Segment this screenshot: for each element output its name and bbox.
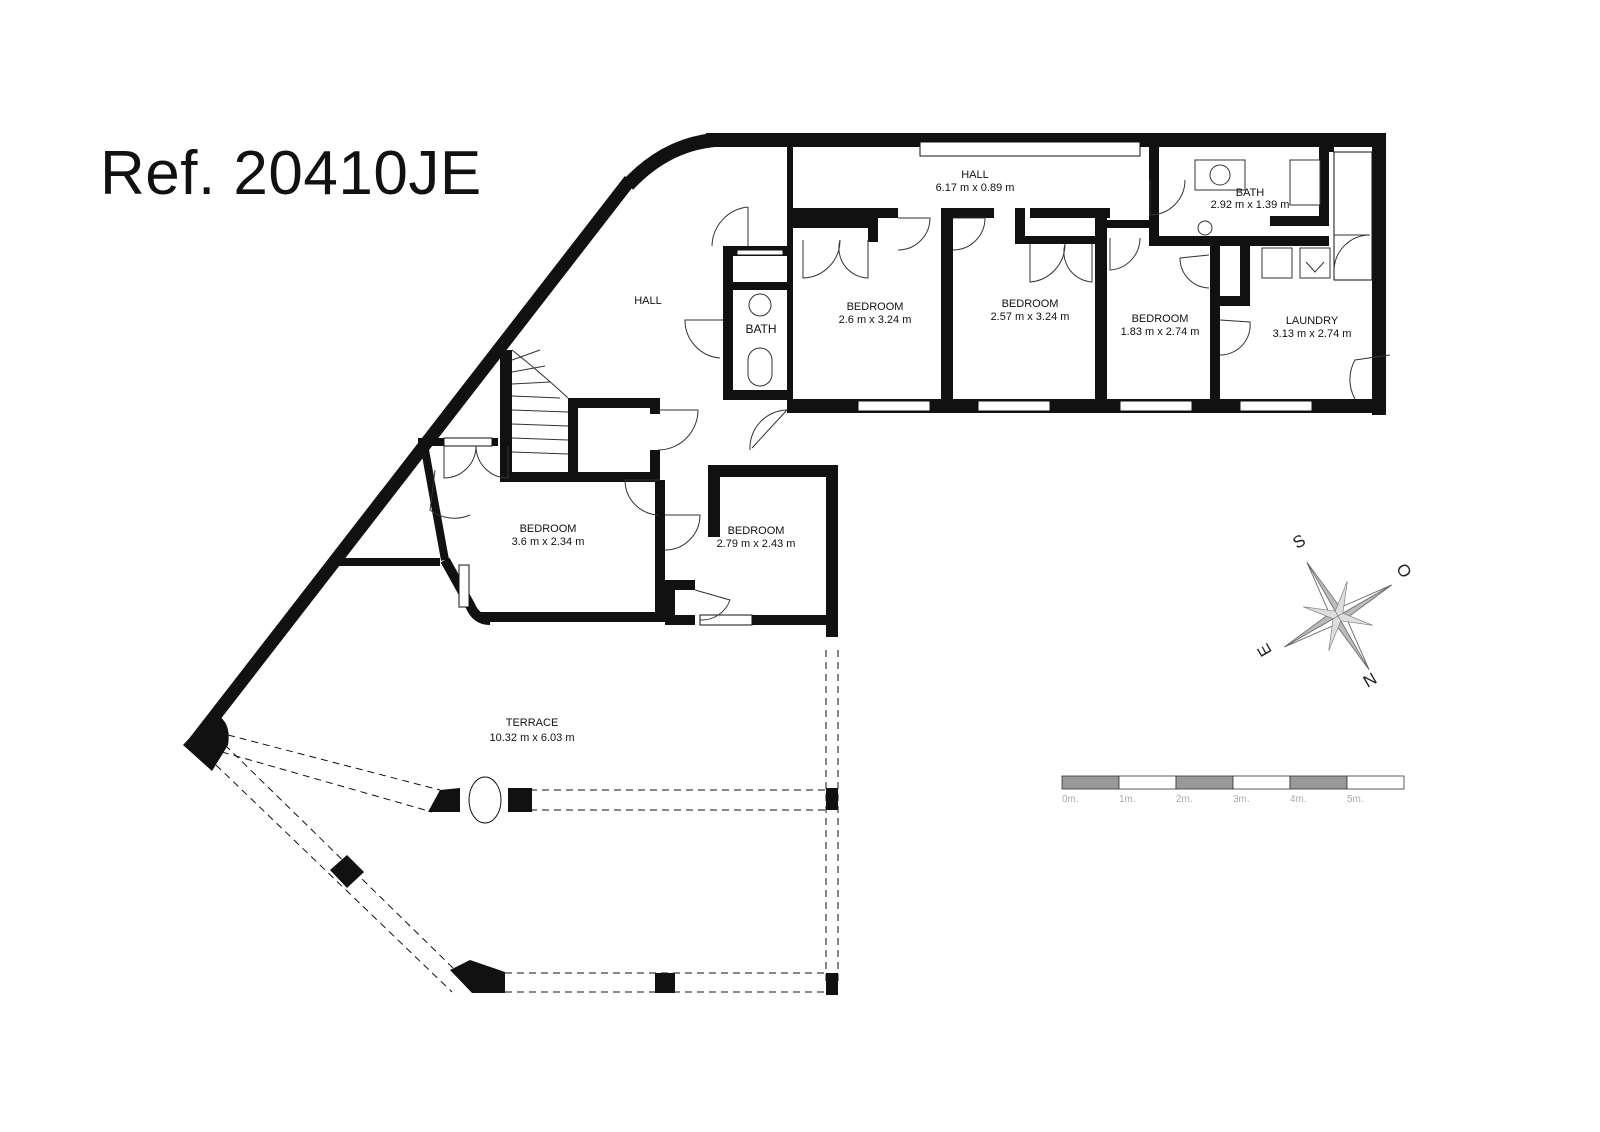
room-label-bedroom-4: BEDROOM [520, 523, 577, 535]
room-dims-hall-top: 6.17 m x 0.89 m [936, 182, 1015, 194]
room-dims-laundry: 3.13 m x 2.74 m [1273, 328, 1352, 340]
compass-e: E [1254, 640, 1276, 659]
room-label-bath-small: BATH [745, 322, 776, 336]
compass-s: S [1290, 531, 1309, 553]
scale-label-3: 3m. [1233, 794, 1250, 805]
terrace-outline [215, 650, 839, 995]
scale-bar: 0m. 1m. 2m. 3m. 4m. 5m. [1061, 775, 1405, 805]
compass-n: N [1360, 668, 1380, 691]
room-dims-bedroom-1: 2.6 m x 3.24 m [839, 314, 912, 326]
scale-label-0: 0m. [1062, 794, 1079, 805]
compass-o: O [1392, 560, 1415, 581]
fixtures [747, 159, 1331, 387]
top-wing-walls [919, 141, 1373, 306]
room-dims-bedroom-5: 2.79 m x 2.43 m [717, 538, 796, 550]
room-label-bedroom-1: BEDROOM [847, 301, 904, 313]
central-walls [333, 246, 838, 637]
room-label-laundry: LAUNDRY [1286, 315, 1339, 327]
room-dims-bedroom-2: 2.57 m x 3.24 m [991, 311, 1070, 323]
reference-title: Ref. 20410JE [100, 139, 482, 208]
room-labels: HALL 6.17 m x 0.89 m BATH 2.92 m x 1.39 … [490, 169, 1352, 744]
room-label-bedroom-5: BEDROOM [728, 525, 785, 537]
room-label-bedroom-3: BEDROOM [1132, 313, 1189, 325]
room-dims-bedroom-4: 3.6 m x 2.34 m [512, 536, 585, 548]
doors [429, 179, 1391, 621]
staircase [511, 349, 569, 455]
room-label-bath-top: BATH [1236, 187, 1265, 199]
room-label-hall-main: HALL [634, 295, 662, 307]
room-dims-bath-top: 2.92 m x 1.39 m [1211, 199, 1290, 211]
room-label-terrace: TERRACE [506, 717, 559, 729]
scale-label-5: 5m. [1347, 794, 1364, 805]
scale-label-1: 1m. [1119, 794, 1136, 805]
room-label-bedroom-2: BEDROOM [1002, 298, 1059, 310]
right-wing-walls [793, 208, 1313, 413]
scale-label-4: 4m. [1290, 794, 1307, 805]
scale-label-2: 2m. [1176, 794, 1193, 805]
room-dims-bedroom-3: 1.83 m x 2.74 m [1121, 326, 1200, 338]
room-label-hall-top: HALL [961, 169, 989, 181]
room-dims-terrace: 10.32 m x 6.03 m [490, 732, 575, 744]
outer-walls [183, 133, 1386, 771]
compass-rose: S O E N [1254, 531, 1416, 691]
